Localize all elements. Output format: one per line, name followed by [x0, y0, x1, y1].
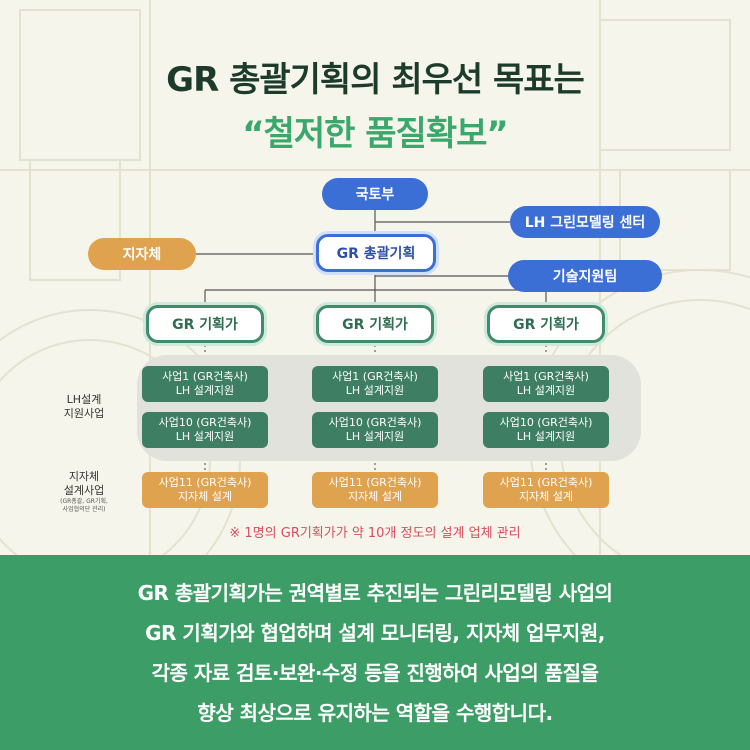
project1-box-col3: 사업1 (GR건축사) LH 설계지원	[483, 366, 609, 402]
project11-box-col3: 사업11 (GR건축사) 지자체 설계	[483, 472, 609, 508]
project10-box-col3: 사업10 (GR건축사) LH 설계지원	[483, 412, 609, 448]
planner-capacity-note: ※ 1명의 GR기획가가 약 10개 정도의 설계 업체 관리	[229, 526, 521, 541]
local-design-sublabel: (GR총괄, GR기획, 사업협의단 관리)	[60, 498, 108, 513]
highlight-title: “철저한 품질확보”	[242, 114, 509, 154]
description-line-2: GR 기획가와 협업하며 설계 모니터링, 지자체 업무지원,	[145, 621, 605, 645]
description-line-1: GR 총괄기획가는 권역별로 추진되는 그린리모델링 사업의	[137, 581, 613, 605]
lh-support-label: LH설계 지원사업	[63, 393, 105, 420]
project11-box-col1: 사업11 (GR건축사) 지자체 설계	[142, 472, 268, 508]
project1-box-col1: 사업1 (GR건축사) LH 설계지원	[142, 366, 268, 402]
project10-box-col1: 사업10 (GR건축사) LH 설계지원	[142, 412, 268, 448]
lh-green-remodeling-center-node: LH 그린모델링 센터	[510, 206, 660, 238]
main-title: GR 총괄기획의 최우선 목표는	[166, 60, 585, 100]
gr-planner-node-1: GR 기획가	[146, 305, 264, 343]
tech-support-team-node: 기술지원팀	[508, 260, 662, 292]
project1-box-col2: 사업1 (GR건축사) LH 설계지원	[312, 366, 438, 402]
gr-planner-node-3: GR 기획가	[487, 305, 605, 343]
description-line-3: 각종 자료 검토·보완·수정 등을 진행하여 사업의 품질을	[151, 661, 599, 685]
project10-box-col2: 사업10 (GR건축사) LH 설계지원	[312, 412, 438, 448]
ministry-node: 국토부	[322, 178, 428, 210]
local-government-node: 지자체	[88, 238, 196, 270]
description-line-4: 향상 최상으로 유지하는 역할을 수행합니다.	[197, 701, 553, 725]
gr-general-planning-node: GR 총괄기획	[316, 234, 436, 272]
project11-box-col2: 사업11 (GR건축사) 지자체 설계	[312, 472, 438, 508]
description-banner: GR 총괄기획가는 권역별로 추진되는 그린리모델링 사업의 GR 기획가와 협…	[0, 555, 750, 750]
gr-planner-node-2: GR 기획가	[316, 305, 434, 343]
local-design-label: 지자체 설계사업	[63, 470, 105, 497]
